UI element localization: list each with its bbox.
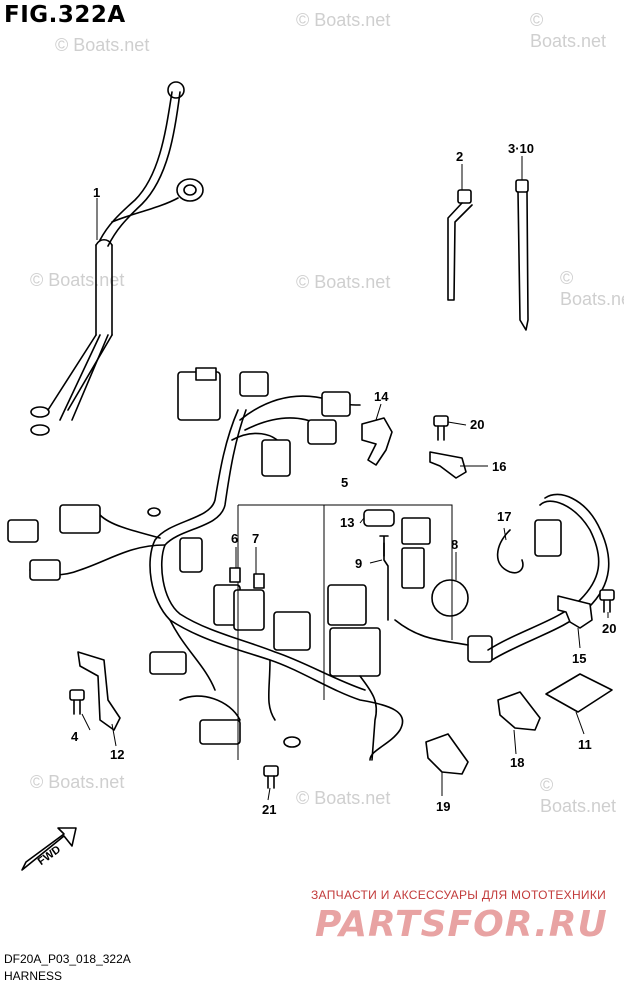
fwd-arrow: FWD (21, 827, 77, 871)
callout-19: 19 (436, 799, 451, 814)
callout-2: 2 (456, 149, 464, 164)
watermark: © Boats.net (540, 775, 617, 816)
part-18-clamp (497, 691, 541, 731)
part-8-sub-harness (487, 493, 610, 661)
part-5-fuse-box-group (229, 504, 493, 761)
part-1-battery-cable (30, 81, 204, 436)
callout-8: 8 (451, 537, 459, 552)
callout-20: 20 (470, 417, 485, 432)
watermark: © Boats.net (296, 788, 391, 808)
part-12-plate (77, 651, 121, 731)
figure-code: DF20A_P03_018_322A (4, 952, 131, 966)
part-19-clamp (425, 733, 469, 775)
part-9-pin (379, 535, 389, 557)
figure-caption: HARNESS (4, 969, 63, 983)
part-15-bracket (557, 595, 593, 629)
callout-6: 6 (231, 531, 239, 546)
part-20-bolt (433, 415, 449, 441)
callout-3: 3·10 (508, 141, 535, 156)
watermark: © Boats.net (530, 10, 607, 51)
main-wire-harness (29, 395, 404, 761)
callout-7: 7 (252, 531, 260, 546)
watermark: © Boats.net (30, 772, 125, 792)
callout-18: 18 (510, 755, 525, 770)
fwd-label: FWD (36, 844, 63, 868)
branding-subtitle: ЗАПЧАСТИ И АКСЕССУАРЫ ДЛЯ МОТОТЕХНИКИ (311, 888, 607, 902)
callout-5: 5 (341, 475, 349, 490)
watermark: © Boats.net (55, 35, 150, 55)
figure-title: FIG.322A (4, 2, 126, 28)
part-20b-bolt (599, 589, 615, 613)
leader-lines (81, 156, 609, 801)
part-21-bolt (263, 765, 279, 789)
part-11-sheet (545, 673, 613, 713)
harness-connectors (7, 367, 351, 748)
watermark: © Boats.net (296, 272, 391, 292)
callout-17: 17 (497, 509, 512, 524)
callout-13: 13 (340, 515, 355, 530)
part-16-clamp (429, 451, 467, 479)
branding-logo: PARTSFOR.RU (315, 904, 608, 945)
callout-12: 12 (110, 747, 125, 762)
watermark: © Boats.net (560, 268, 624, 309)
callout-4: 4 (71, 729, 79, 744)
watermark: © Boats.net (30, 270, 125, 290)
callout-15: 15 (572, 651, 587, 666)
part-17-wire-clip (496, 529, 524, 574)
callout-14: 14 (374, 389, 389, 404)
callout-16: 16 (492, 459, 507, 474)
part-14-bracket (361, 417, 393, 466)
part-3-cable-tie (515, 179, 529, 331)
part-2-cable-tie (447, 189, 473, 301)
callout-9: 9 (355, 556, 363, 571)
callout-20b: 20 (602, 621, 617, 636)
part-13-relay-clip (363, 509, 395, 527)
part-4-bolt (69, 689, 85, 715)
callout-1: 1 (93, 185, 101, 200)
callout-11: 11 (578, 737, 592, 752)
callout-21: 21 (262, 802, 277, 817)
watermark: © Boats.net (296, 10, 391, 30)
